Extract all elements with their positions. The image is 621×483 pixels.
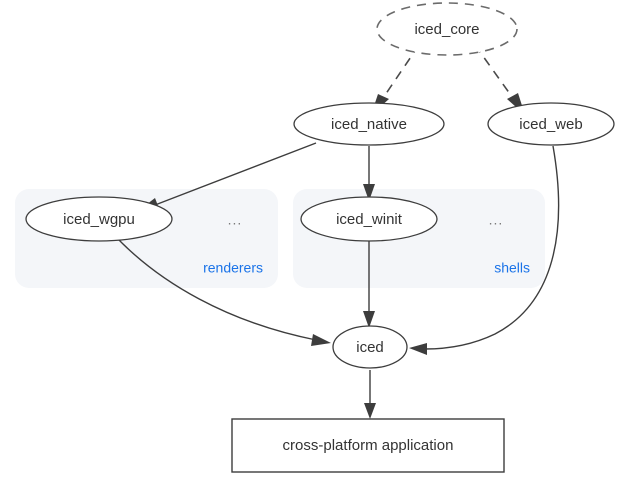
renderers-ellipsis-icon: ... [228, 212, 243, 228]
application-rect [231, 418, 505, 473]
iced-web-label: iced_web [519, 116, 582, 133]
iced-wgpu-label: iced_wgpu [63, 211, 135, 228]
iced-label: iced [356, 339, 384, 356]
iced-winit-label: iced_winit [336, 211, 403, 228]
edge-iced-to-application [364, 370, 376, 419]
application-label: cross-platform application [283, 437, 454, 454]
cluster-label-shells: shells [494, 260, 530, 276]
edge-iced-core-to-iced-web [474, 44, 525, 115]
edge-iced-web-to-iced [409, 145, 560, 355]
node-iced-web[interactable]: iced_web [487, 102, 615, 146]
edge-iced-wgpu-to-iced [117, 238, 331, 346]
iced-native-ellipse [293, 102, 445, 146]
node-iced-wgpu[interactable]: iced_wgpu [25, 196, 173, 242]
node-iced[interactable]: iced [332, 325, 408, 369]
iced-ellipse [332, 325, 408, 369]
node-iced-core[interactable]: iced_core [376, 2, 518, 56]
node-iced-native[interactable]: iced_native [293, 102, 445, 146]
iced-native-label: iced_native [331, 116, 407, 133]
iced-core-label: iced_core [414, 21, 479, 38]
edge-iced-winit-to-iced [363, 241, 375, 328]
node-cross-platform-application[interactable]: cross-platform application [231, 418, 505, 473]
iced-core-ellipse [376, 2, 518, 56]
node-iced-winit[interactable]: iced_winit [300, 196, 438, 242]
edge-iced-native-to-iced-winit [363, 146, 375, 201]
iced-wgpu-ellipse [25, 196, 173, 242]
iced-web-ellipse [487, 102, 615, 146]
shells-ellipsis-icon: ... [489, 212, 504, 228]
cluster-label-renderers: renderers [203, 260, 263, 276]
iced-winit-ellipse [300, 196, 438, 242]
